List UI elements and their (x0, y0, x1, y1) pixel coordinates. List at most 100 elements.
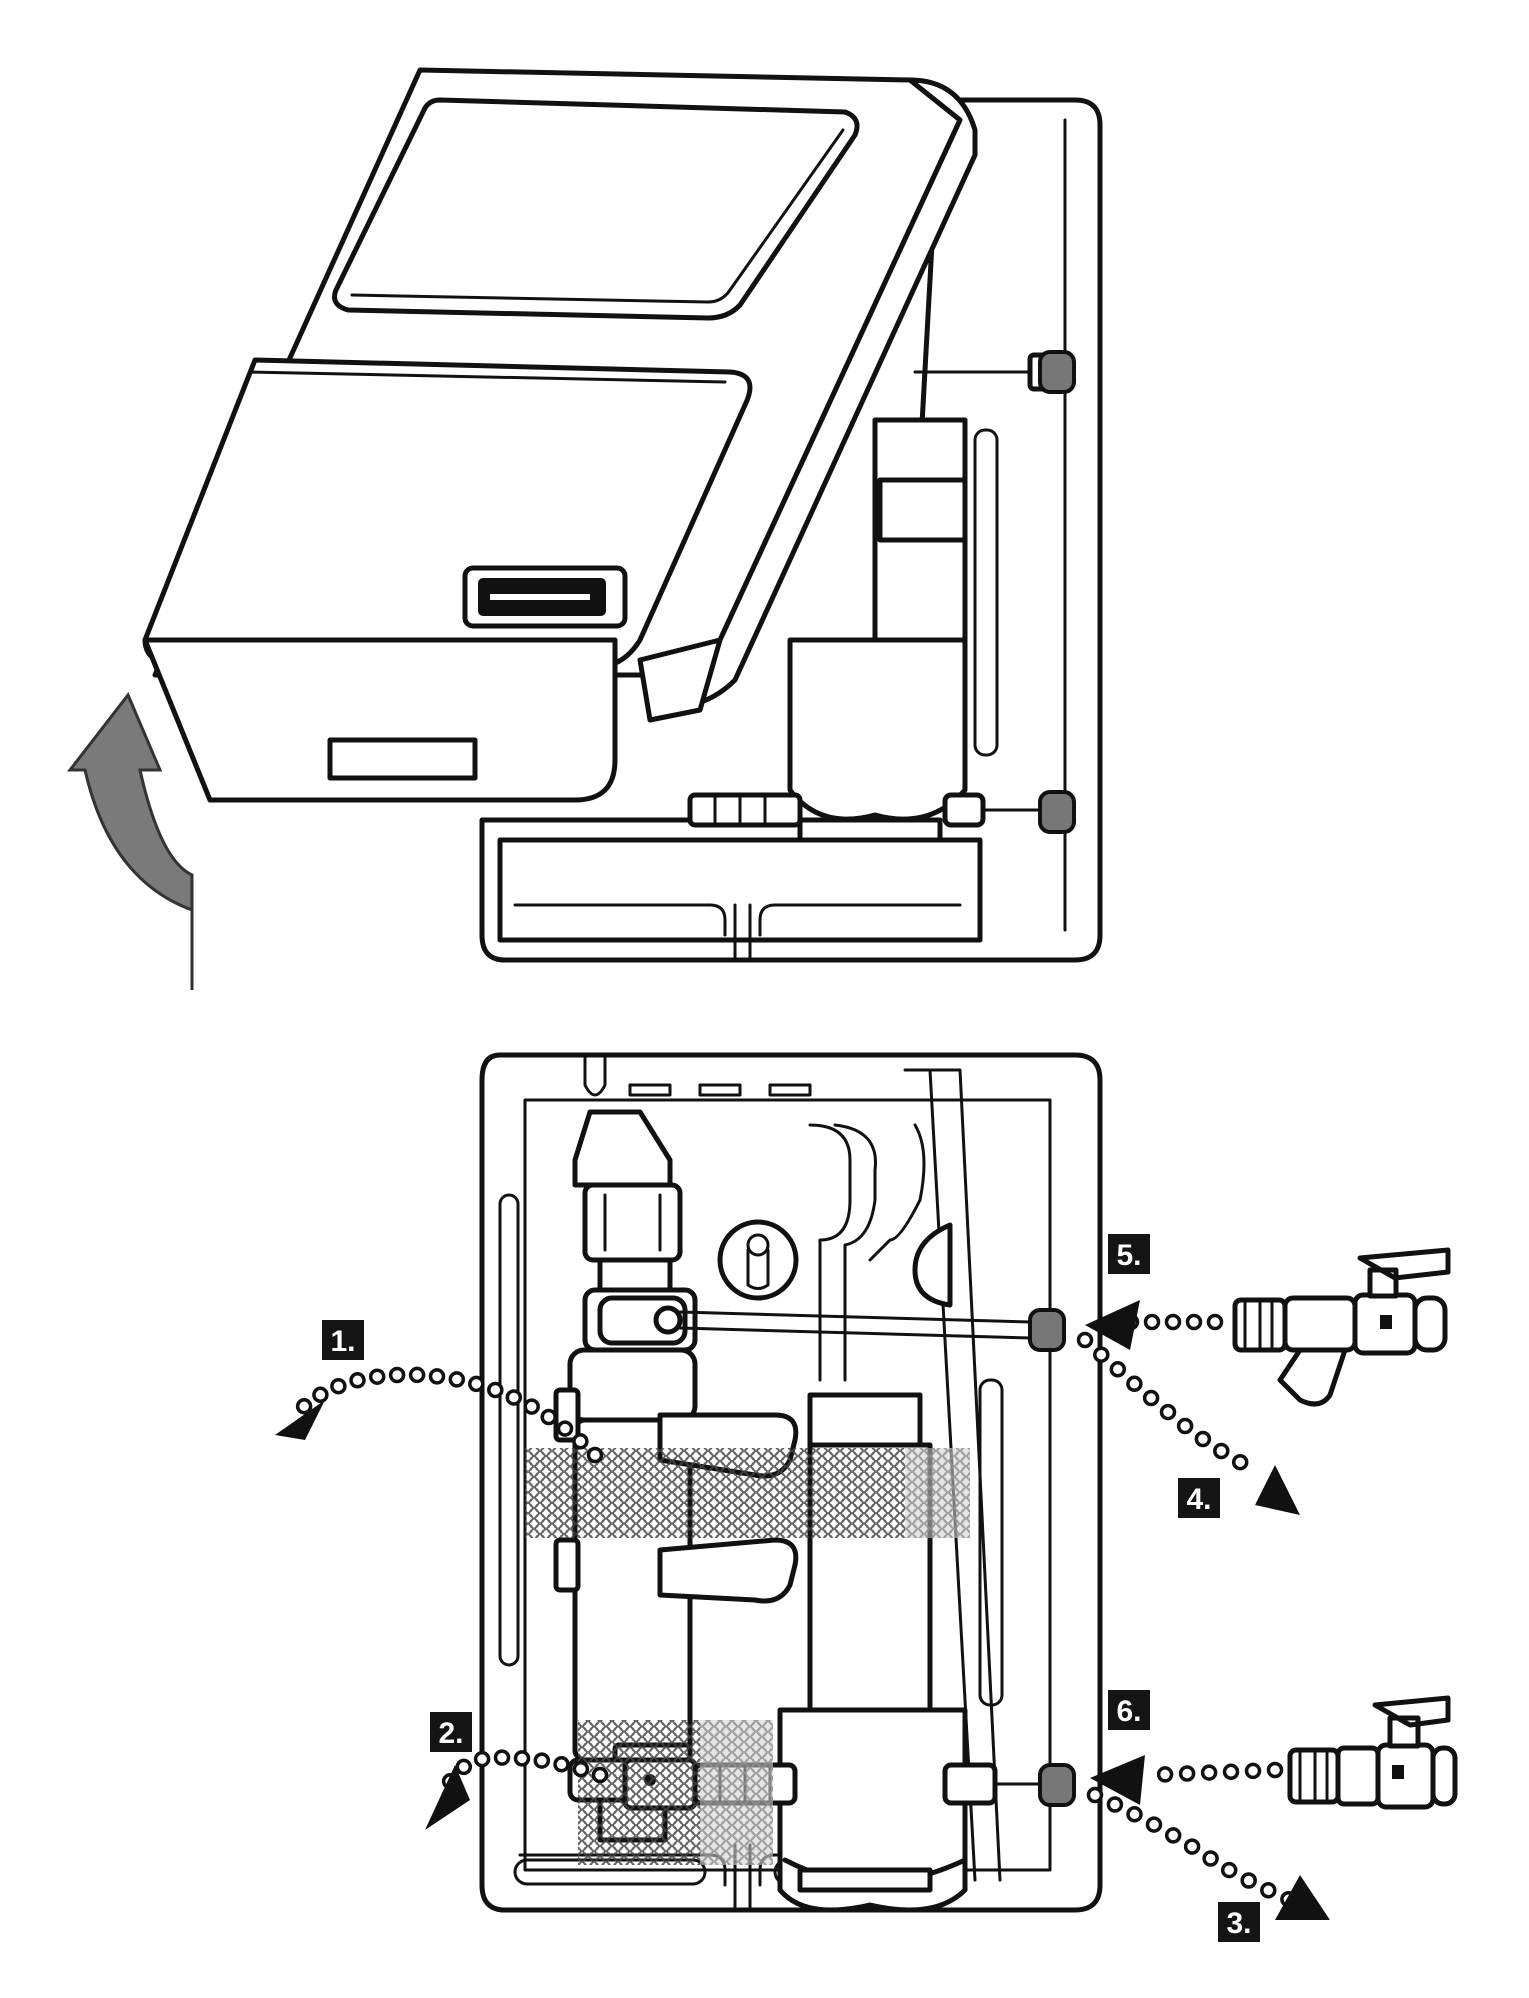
flow-dot (1142, 1389, 1160, 1407)
arrowhead-3 (1275, 1875, 1330, 1920)
arrowhead-5 (1085, 1300, 1140, 1350)
left-slot (498, 1193, 520, 1667)
flow-dot (349, 1372, 366, 1389)
clip-lower (657, 1537, 799, 1604)
svg-text:6.: 6. (1116, 1695, 1141, 1728)
flow-dot (533, 1752, 551, 1769)
cover-lower-band (142, 637, 618, 803)
flow-dot (1143, 1313, 1161, 1331)
flow-dot (513, 1750, 531, 1767)
flow-dot (1126, 1806, 1143, 1823)
arrowhead-2 (425, 1765, 470, 1830)
step-label-4: 4. (1178, 1478, 1220, 1518)
flow-dot (1145, 1816, 1163, 1833)
flow-dot (1164, 1313, 1182, 1331)
right-slot (978, 1378, 1004, 1707)
flow-dot (448, 1371, 466, 1388)
flow-dot (1183, 1838, 1201, 1855)
flow-dot (1076, 1331, 1094, 1349)
upper-connection-knob (913, 350, 1076, 394)
arrowhead-1 (275, 1400, 325, 1440)
flow-dot (487, 1381, 504, 1399)
upper-pipe (597, 1295, 1066, 1352)
flow-dot (1156, 1766, 1174, 1783)
flow-dot (368, 1368, 386, 1385)
lift-cover-arrow (66, 692, 194, 990)
flow-dot (1231, 1453, 1249, 1471)
y-strainer-ball-valve (1232, 1247, 1451, 1407)
ball-valve (1287, 1695, 1458, 1810)
flow-path-6 (1156, 1761, 1284, 1783)
flow-dot (1159, 1403, 1177, 1421)
flow-dot (1164, 1827, 1182, 1844)
flow-dot (1176, 1417, 1194, 1435)
flow-dot (1194, 1430, 1212, 1448)
flow-dot (572, 1760, 590, 1778)
flow-dot (408, 1366, 426, 1384)
flow-path-3 (1086, 1786, 1297, 1908)
step-label-6: 6. (1108, 1690, 1150, 1730)
unit-open-cover (142, 67, 1103, 963)
keyhole-mount-right (912, 1222, 953, 1308)
flow-dot (1086, 1786, 1104, 1804)
step-label-2: 2. (430, 1712, 472, 1752)
flow-dot (1093, 1346, 1110, 1363)
flow-dot (1109, 1361, 1127, 1378)
flow-dot (388, 1366, 406, 1384)
flow-dot (1266, 1761, 1284, 1779)
flow-dot (523, 1398, 540, 1415)
arrowhead-4 (1255, 1465, 1300, 1515)
flow-dot (1202, 1850, 1219, 1867)
flow-dot (330, 1377, 347, 1395)
flow-dot (556, 1420, 574, 1437)
flow-dot (1260, 1882, 1277, 1899)
flow-dot (1106, 1796, 1124, 1813)
side-slot (973, 428, 999, 757)
step-label-1: 1. (322, 1320, 364, 1360)
flow-dot (455, 1758, 473, 1776)
highlight-band-upper (525, 1448, 970, 1538)
flow-dot (428, 1368, 446, 1385)
flow-dot (1220, 1861, 1238, 1879)
flow-dot (468, 1375, 485, 1393)
cover-latch (327, 737, 478, 781)
svg-text:2.: 2. (438, 1717, 463, 1750)
flow-dot (1206, 1313, 1224, 1331)
keyhole-mount-left (717, 1219, 799, 1301)
flow-dot (1213, 1442, 1230, 1460)
brand-logo-badge (462, 565, 628, 629)
flow-dot (1185, 1313, 1203, 1331)
flow-dot (312, 1386, 329, 1404)
flow-dot (1178, 1765, 1196, 1782)
bottom-frame (497, 837, 983, 943)
flow-dot (505, 1389, 523, 1406)
lower-pipe-fittings (687, 792, 803, 828)
flow-dot (493, 1749, 511, 1766)
flow-dot (540, 1408, 557, 1426)
internal-tank (787, 637, 968, 822)
svg-text:4.: 4. (1186, 1483, 1211, 1516)
flow-dot (1244, 1762, 1262, 1780)
flow-dot (1222, 1763, 1240, 1781)
flow-dot (473, 1750, 491, 1768)
arrowhead-6 (1090, 1755, 1145, 1805)
svg-text:1.: 1. (330, 1325, 355, 1358)
flow-dot (586, 1446, 604, 1464)
step-label-3: 3. (1218, 1902, 1260, 1942)
flow-dot (572, 1433, 589, 1450)
svg-text:5.: 5. (1116, 1239, 1141, 1272)
flow-dot (553, 1756, 570, 1773)
lower-connection-knob (942, 790, 1076, 834)
flow-path-4 (1076, 1331, 1249, 1471)
flow-path-1 (295, 1366, 604, 1464)
flow-dot (1240, 1872, 1257, 1889)
flow-dot (295, 1398, 313, 1415)
flow-path-5 (1122, 1313, 1224, 1331)
step-label-5: 5. (1108, 1234, 1150, 1274)
svg-text:3.: 3. (1226, 1907, 1251, 1940)
flow-dot (1200, 1764, 1218, 1781)
flow-dot (1126, 1375, 1143, 1393)
cover-window (332, 97, 860, 321)
flow-dot (591, 1766, 609, 1784)
